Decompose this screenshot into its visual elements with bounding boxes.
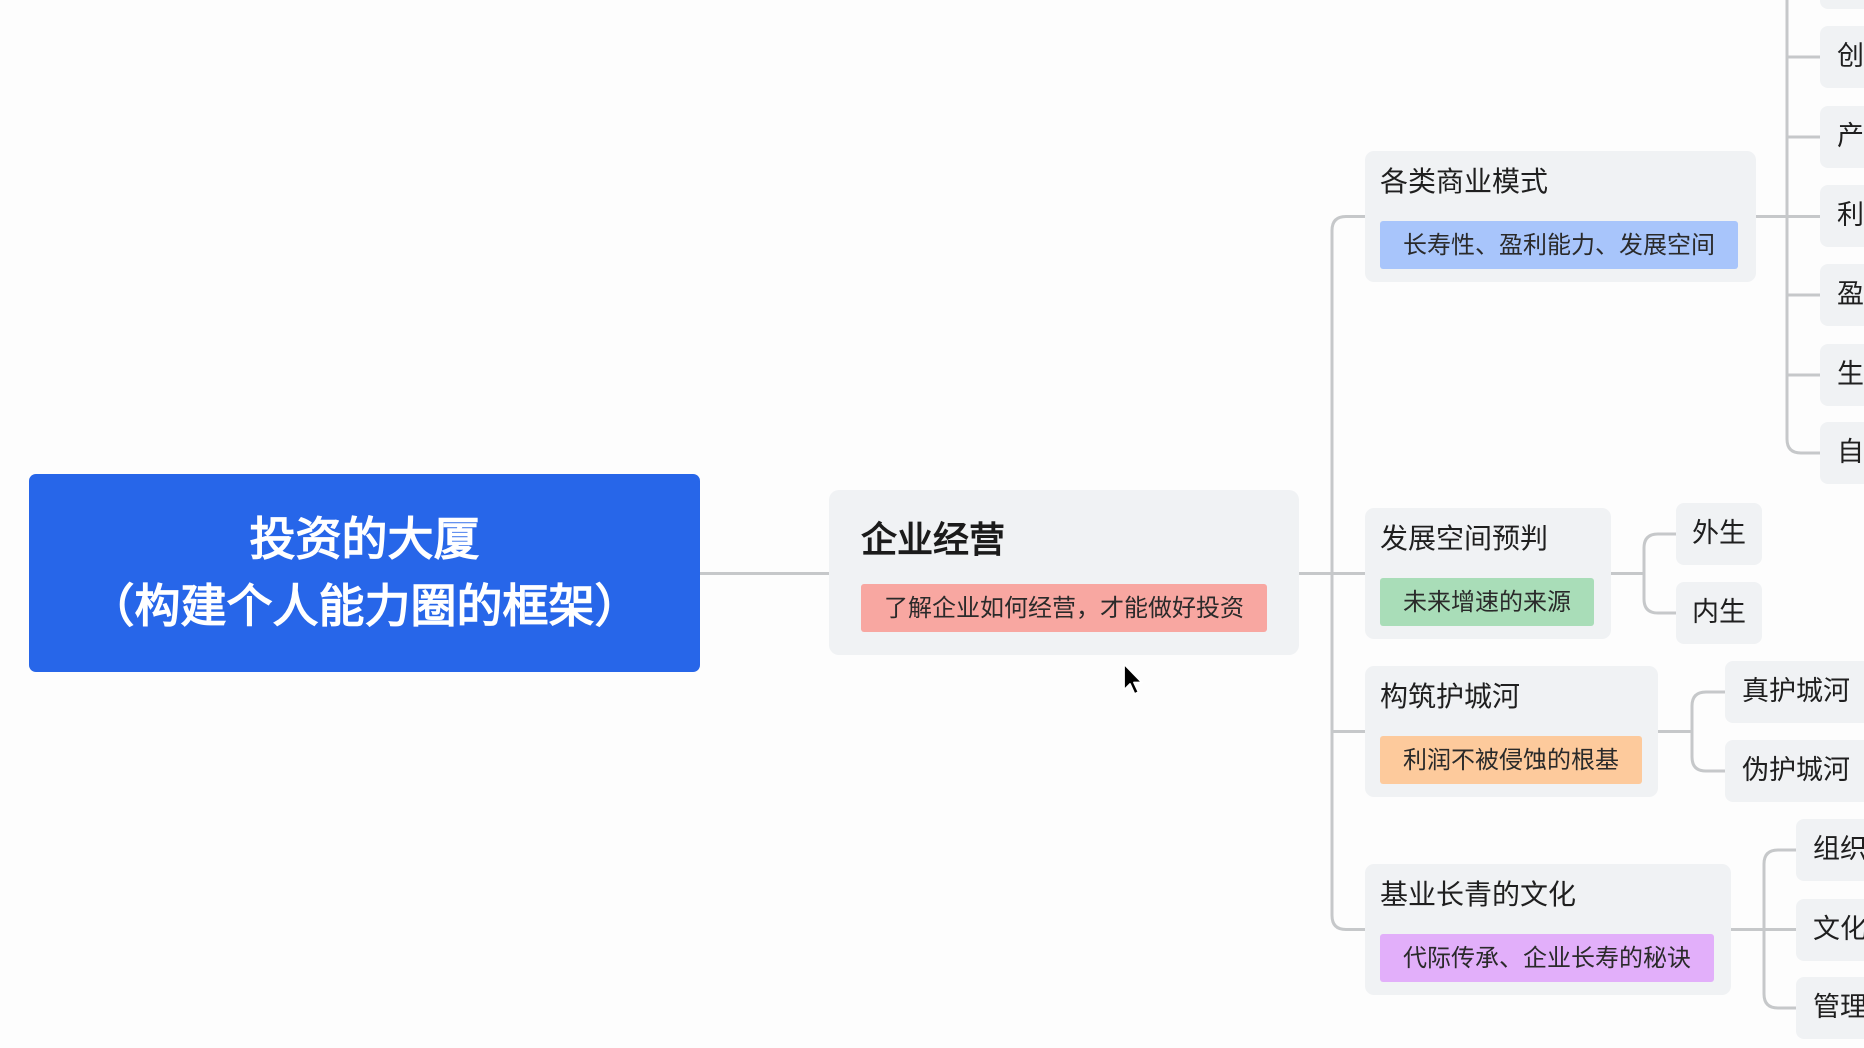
connector-moat-trunk (1690, 690, 1727, 773)
main-topic-node[interactable]: 企业经营 了解企业如何经营，才能做好投资 (829, 490, 1299, 655)
leaf-node[interactable]: 自 (1820, 422, 1864, 484)
main-topic-title: 企业经营 (861, 520, 1006, 561)
subtopic-culture[interactable]: 基业长青的文化 代际传承、企业长寿的秘诀 (1365, 864, 1731, 995)
leaf-node[interactable]: 伪护城河 (1725, 740, 1864, 802)
leaf-node[interactable]: 利 (1820, 185, 1864, 247)
leaf-node[interactable]: 产 (1820, 106, 1864, 168)
leaf-node[interactable]: 盈 (1820, 264, 1864, 326)
root-title-line-2: （构建个人能力圈的框架） (88, 579, 641, 633)
connector-growth-trunk (1642, 532, 1678, 615)
subtopic-growth-forecast[interactable]: 发展空间预判 未来增速的来源 (1365, 508, 1611, 639)
leaf-node[interactable]: 组织 (1796, 819, 1864, 881)
subtopic-title: 基业长青的文化 (1380, 878, 1577, 911)
mouse-cursor-icon (1123, 663, 1143, 695)
leaf-node[interactable]: 真护城河 (1725, 661, 1864, 723)
subtopic-note: 代际传承、企业长寿的秘诀 (1380, 934, 1714, 982)
subtopic-business-models[interactable]: 各类商业模式 长寿性、盈利能力、发展空间 (1365, 151, 1756, 282)
leaf-node[interactable]: 外生 (1676, 503, 1762, 565)
leaf-node[interactable]: 生 (1820, 344, 1864, 406)
main-topic-note: 了解企业如何经营，才能做好投资 (861, 584, 1267, 632)
subtopic-title: 构筑护城河 (1380, 680, 1521, 713)
subtopic-note: 未来增速的来源 (1380, 578, 1594, 626)
connector-business-models-trunk (1785, 0, 1822, 455)
subtopic-note: 长寿性、盈利能力、发展空间 (1380, 221, 1738, 269)
leaf-node[interactable]: 内生 (1676, 582, 1762, 644)
root-title-line-1: 投资的大厦 (249, 512, 480, 566)
leaf-node[interactable]: 创 (1820, 26, 1864, 88)
connector-culture-trunk (1762, 848, 1798, 1010)
leaf-node[interactable]: 文化 (1796, 899, 1864, 961)
subtopic-note: 利润不被侵蚀的根基 (1380, 736, 1642, 784)
subtopic-title: 各类商业模式 (1380, 165, 1549, 198)
leaf-node-partial[interactable] (1820, 0, 1864, 9)
root-node[interactable]: 投资的大厦 （构建个人能力圈的框架） (29, 474, 700, 672)
leaf-node[interactable]: 管理 (1796, 977, 1864, 1039)
subtopic-title: 发展空间预判 (1380, 522, 1549, 555)
subtopic-moat[interactable]: 构筑护城河 利润不被侵蚀的根基 (1365, 666, 1658, 797)
